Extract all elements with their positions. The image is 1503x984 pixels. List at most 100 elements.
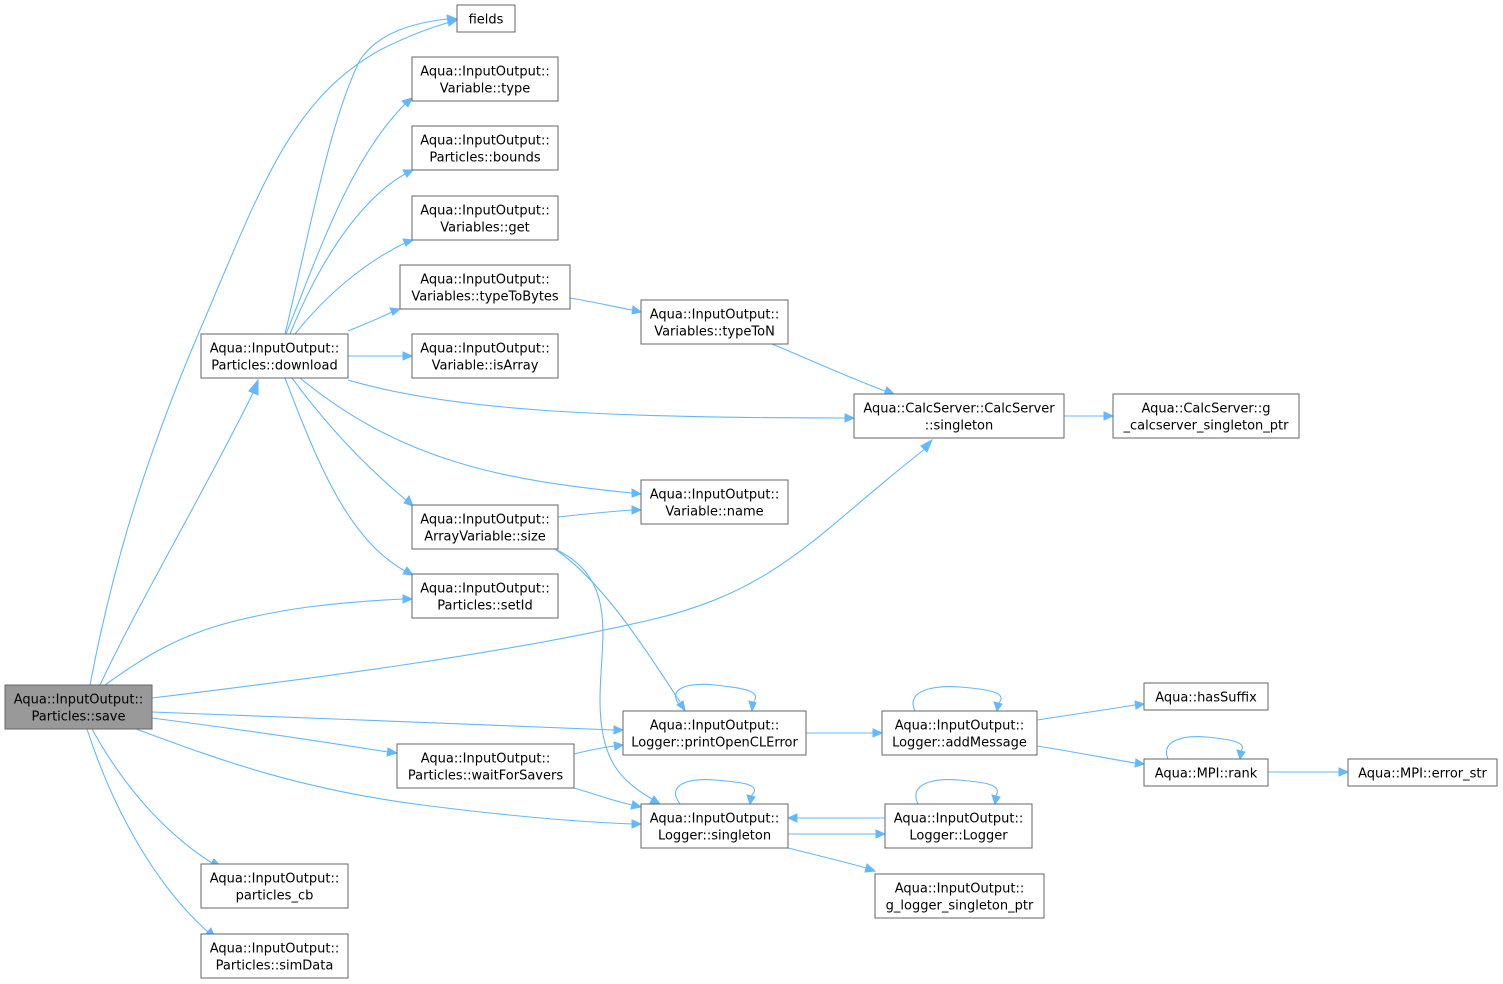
arrowhead-icon (401, 97, 413, 108)
node-simData[interactable]: Aqua::InputOutput::Particles::simData (200, 933, 349, 979)
arrowhead-icon (746, 794, 756, 806)
node-waitForSavers[interactable]: Aqua::InputOutput::Particles::waitForSav… (396, 743, 575, 789)
edge-printOpenCL-self (675, 683, 757, 713)
edge-line (569, 297, 633, 311)
node-label: Logger::Logger (909, 829, 1008, 844)
node-label: Aqua::InputOutput:: (420, 273, 549, 288)
node-label: Aqua::InputOutput:: (420, 342, 549, 357)
node-var-type[interactable]: Aqua::InputOutput::Variable::type (411, 56, 559, 102)
edge-line (915, 779, 998, 805)
node-download[interactable]: Aqua::InputOutput::Particles::download (200, 333, 349, 379)
edge-logsingleton-to-glogger (787, 847, 877, 873)
edge-logsingleton-to-ctor (788, 829, 887, 839)
edge-addMessage-to-hasSuffix (1036, 700, 1146, 721)
node-calc-singleton[interactable]: Aqua::CalcServer::CalcServer::singleton (853, 393, 1065, 439)
edge-line (151, 717, 389, 753)
node-box (1143, 682, 1269, 711)
node-box (1347, 758, 1498, 787)
arrowhead-icon (402, 238, 415, 247)
node-box (200, 863, 349, 909)
node-label: Variables::typeToBytes (411, 290, 559, 305)
node-label: Aqua::InputOutput:: (210, 942, 339, 957)
node-fields[interactable]: fields (456, 4, 516, 33)
node-label: Aqua::InputOutput:: (210, 872, 339, 887)
node-label: Aqua::hasSuffix (1155, 691, 1257, 706)
edge-line (89, 21, 451, 686)
node-label: Aqua::InputOutput:: (421, 752, 550, 767)
node-printOpenCL[interactable]: Aqua::InputOutput::Logger::printOpenCLEr… (622, 710, 807, 756)
node-particles-cb[interactable]: Aqua::InputOutput::particles_cb (200, 863, 349, 909)
node-box (200, 933, 349, 979)
node-label: Aqua::InputOutput:: (14, 693, 143, 708)
node-setId[interactable]: Aqua::InputOutput::Particles::setId (411, 573, 559, 619)
node-label: ArrayVariable::size (424, 530, 546, 545)
node-var-name[interactable]: Aqua::InputOutput::Variable::name (640, 479, 789, 525)
arrowhead-icon (993, 701, 1003, 713)
edge-printOpenCL-to-addMessage (806, 728, 884, 738)
node-box (411, 125, 559, 171)
node-box (411, 573, 559, 619)
node-typeToBytes[interactable]: Aqua::InputOutput::Variables::typeToByte… (399, 264, 571, 310)
edge-line (554, 548, 653, 800)
node-hasSuffix[interactable]: Aqua::hasSuffix (1143, 682, 1269, 711)
arrowhead-icon (1134, 758, 1146, 768)
node-vars-get[interactable]: Aqua::InputOutput::Variables::get (411, 195, 559, 241)
node-box (411, 333, 559, 379)
edge-line (1165, 736, 1243, 760)
edge-download-to-arrsize (291, 377, 414, 507)
node-box (456, 4, 516, 33)
node-addMessage[interactable]: Aqua::InputOutput::Logger::addMessage (881, 710, 1038, 756)
node-box (411, 56, 559, 102)
edge-arrsize-to-printOpenCL (554, 548, 686, 712)
node-box (396, 743, 575, 789)
edge-line (1036, 745, 1136, 764)
node-bounds[interactable]: Aqua::InputOutput::Particles::bounds (411, 125, 559, 171)
edge-rank-self (1165, 736, 1246, 761)
node-g-calc[interactable]: Aqua::CalcServer::g_calcserver_singleton… (1112, 393, 1300, 439)
edge-addMessage-self (912, 686, 1003, 713)
node-label: _calcserver_singleton_ptr (1123, 419, 1290, 434)
edge-line (675, 683, 757, 712)
node-label: Aqua::InputOutput:: (650, 488, 779, 503)
node-label: ::singleton (925, 419, 994, 434)
arrowhead-icon (613, 725, 625, 735)
edge-save-to-calc (151, 438, 934, 699)
node-arr-size[interactable]: Aqua::InputOutput::ArrayVariable::size (411, 504, 559, 550)
node-box (640, 479, 789, 525)
arrowhead-icon (631, 819, 643, 829)
edge-line (554, 548, 681, 703)
node-g-logger[interactable]: Aqua::InputOutput::g_logger_singleton_pt… (874, 873, 1045, 919)
node-label: Logger::printOpenCLError (631, 736, 798, 751)
arrowhead-icon (1134, 700, 1146, 710)
edge-line (347, 379, 846, 419)
edge-save-to-simData (86, 728, 216, 939)
node-label: Aqua::InputOutput:: (650, 812, 779, 827)
node-label: fields (469, 13, 504, 28)
node-label: Aqua::MPI::error_str (1358, 767, 1487, 782)
arrowhead-icon (920, 438, 934, 453)
arrowhead-icon (403, 494, 414, 507)
node-mpi-error[interactable]: Aqua::MPI::error_str (1347, 758, 1498, 787)
edge-addMessage-to-rank (1036, 745, 1146, 768)
node-log-singleton[interactable]: Aqua::InputOutput::Logger::singleton (640, 803, 789, 849)
node-mpi-rank[interactable]: Aqua::MPI::rank (1143, 758, 1269, 787)
edge-download-to-varname (299, 377, 643, 498)
arrowhead-icon (844, 413, 856, 423)
node-isArray[interactable]: Aqua::InputOutput::Variable::isArray (411, 333, 559, 379)
edge-line (151, 448, 926, 699)
call-graph-nodes: Aqua::InputOutput::Particles::save fields… (4, 4, 1498, 979)
call-graph-edges (86, 14, 1350, 939)
node-save[interactable]: Aqua::InputOutput::Particles::save (4, 684, 153, 730)
edge-line (99, 392, 254, 686)
edge-save-to-logsingleton (135, 728, 643, 829)
node-box (884, 803, 1033, 849)
edge-waitForSavers-to-logsingleton (573, 787, 643, 810)
edge-download-to-isArray (348, 351, 414, 361)
node-logger-ctor[interactable]: Aqua::InputOutput::Logger::Logger (884, 803, 1033, 849)
arrowhead-icon (402, 594, 414, 604)
arrowhead-icon (402, 169, 415, 178)
edge-line (289, 173, 406, 335)
node-typeToN[interactable]: Aqua::InputOutput::Variables::typeToN (640, 299, 789, 345)
node-box (1112, 393, 1300, 439)
